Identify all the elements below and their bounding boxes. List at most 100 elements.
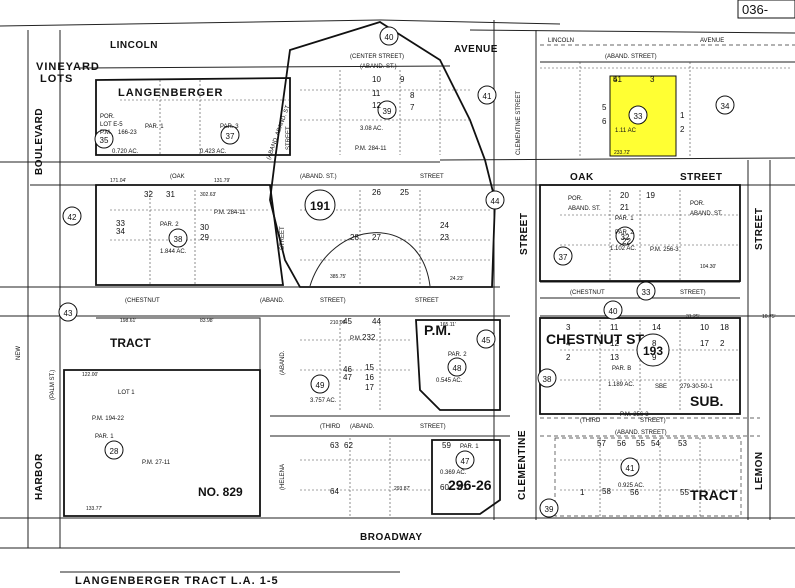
dimension-label: 104.30': [700, 264, 716, 270]
lot-number: 56: [617, 439, 626, 448]
aband-helena-label: (ABAND.: [280, 350, 286, 375]
parcel-circle-33[interactable]: 33: [636, 281, 656, 301]
tract-label: TRACT: [110, 336, 151, 350]
parcel-circle-38[interactable]: 38: [537, 368, 557, 388]
avenue-label: AVENUE: [454, 44, 498, 55]
vineyard-label: VINEYARD: [36, 61, 100, 73]
lot-number: 62: [344, 441, 353, 450]
parcel-circle-28[interactable]: 28: [104, 440, 124, 460]
lot-number: 4: [613, 75, 618, 84]
pm-27-label: P.M. 27-11: [142, 460, 171, 466]
ac-0925-label: 0.925 AC.: [618, 483, 645, 489]
third-aband-label: (ABAND.: [350, 424, 375, 430]
lot-number: 33: [116, 219, 125, 228]
block-193-boundary: [539, 317, 741, 415]
dimension-label: 10.75': [762, 314, 776, 320]
parcel-circle-label: 33: [642, 288, 651, 297]
parcel-circle-32[interactable]: 32: [615, 226, 635, 246]
par-b-label: PAR. B: [612, 366, 631, 372]
parcel-circle-41[interactable]: 41: [620, 457, 640, 477]
lot-number: 8: [410, 91, 415, 100]
dimension-label: 165.11': [440, 322, 456, 328]
parcel-circle-42[interactable]: 42: [62, 206, 82, 226]
block-193[interactable]: 193: [636, 333, 670, 367]
lot-number: 55: [636, 439, 645, 448]
oak-aband-label: (OAK: [170, 174, 185, 180]
parcel-circle-label: 38: [543, 375, 552, 384]
parcel-circle-47[interactable]: 47: [455, 450, 475, 470]
oak-label: OAK: [570, 172, 594, 183]
third-label: (THIRD: [320, 424, 341, 430]
parcel-circle-39[interactable]: 39: [539, 498, 559, 518]
lot-number: 12: [372, 101, 381, 110]
parcel-circle-33[interactable]: 33: [628, 105, 648, 125]
lot-number: 51: [613, 75, 622, 84]
pm-block-boundary: [415, 319, 501, 515]
chestnut-st-title-label: CHESTNUT ST.: [546, 331, 646, 347]
ac-0545-label: 0.545 AC.: [436, 378, 463, 384]
harbor-label: HARBOR: [34, 453, 45, 500]
lot-number: 3: [650, 75, 655, 84]
pm-256b-label: P.M. 256-3: [620, 412, 649, 418]
ac-1844-label: 1.844 AC.: [160, 249, 187, 255]
chestnut-street-a-label: STREET): [320, 298, 346, 304]
aband-st-center-label: (ABAND. ST.): [360, 64, 397, 70]
langenberger-label: LANGENBERGER: [118, 87, 224, 99]
lot-number: 2: [720, 339, 725, 348]
parcel-circle-40[interactable]: 40: [603, 300, 623, 320]
parcel-circle-label: 49: [316, 381, 325, 390]
no-829-label: NO. 829: [198, 485, 243, 499]
pm-166-label: P.M.: [100, 130, 112, 136]
parcel-circle-45[interactable]: 45: [476, 329, 496, 349]
lot-number: 44: [372, 317, 381, 326]
lot-number: 21: [620, 203, 629, 212]
lot-number: 60: [440, 483, 449, 492]
lot-number: 29: [200, 233, 209, 242]
parcel-circle-40[interactable]: 40: [379, 26, 399, 46]
parcel-circle-44[interactable]: 44: [485, 190, 505, 210]
aband-st-b-label: ABAND. ST.: [690, 211, 723, 217]
lot-number: 3: [566, 323, 571, 332]
lot-number: 26: [372, 188, 381, 197]
dimension-label: 385.75': [330, 274, 346, 280]
street-vert-right-label: STREET: [754, 208, 765, 250]
dimension-annotations: 233.72'302.63'131.79'171.04'198.61'83.98…: [82, 150, 776, 512]
lot-number: 54: [651, 439, 660, 448]
lot-number: 53: [678, 439, 687, 448]
parcel-circle-48[interactable]: 48: [447, 357, 467, 377]
parcel-circle-39[interactable]: 39: [377, 100, 397, 120]
lincoln-label: LINCOLN: [110, 40, 158, 51]
parcel-circle-37[interactable]: 37: [553, 246, 573, 266]
block-191[interactable]: 191: [304, 189, 336, 221]
sub-label: SUB.: [690, 393, 723, 409]
third-right-label: (THIRD: [580, 418, 601, 424]
parcel-grid: [110, 62, 790, 516]
parcel-circle-label: 40: [385, 33, 394, 42]
parcel-circle-37[interactable]: 37: [220, 125, 240, 145]
parcel-circle-35[interactable]: 35: [94, 129, 114, 149]
lot-number: 46: [343, 365, 352, 374]
ac-3757-label: 3.757 AC.: [310, 398, 337, 404]
parcel-circle-41[interactable]: 41: [477, 85, 497, 105]
parcel-circle-38[interactable]: 38: [168, 228, 188, 248]
chestnut-label: (CHESTNUT: [125, 298, 160, 304]
lot-number: 12: [610, 339, 619, 348]
lot-number: 58: [602, 487, 611, 496]
block-191-label: 191: [310, 199, 330, 213]
aband-street-top-label: (ABAND. STREET): [605, 54, 657, 60]
parcel-circle-label: 39: [545, 505, 554, 514]
ac-072-label: 0.720 AC.: [112, 149, 139, 155]
ac-1102-label: 1.102 AC.: [610, 246, 637, 252]
oak-street-mid-label: STREET: [420, 174, 444, 180]
block-193-label: 193: [643, 344, 663, 358]
parcel-circle-49[interactable]: 49: [310, 374, 330, 394]
dimension-label: 31.25': [686, 314, 700, 320]
parcel-circle-43[interactable]: 43: [58, 302, 78, 322]
le-e5-label: LOT E-5: [100, 122, 123, 128]
helena-label: (HELENA: [280, 464, 286, 490]
lincoln-aband-label: LINCOLN: [548, 38, 574, 44]
parcel-circle-34[interactable]: 34: [715, 95, 735, 115]
parcel-circle-label: 41: [626, 464, 635, 473]
